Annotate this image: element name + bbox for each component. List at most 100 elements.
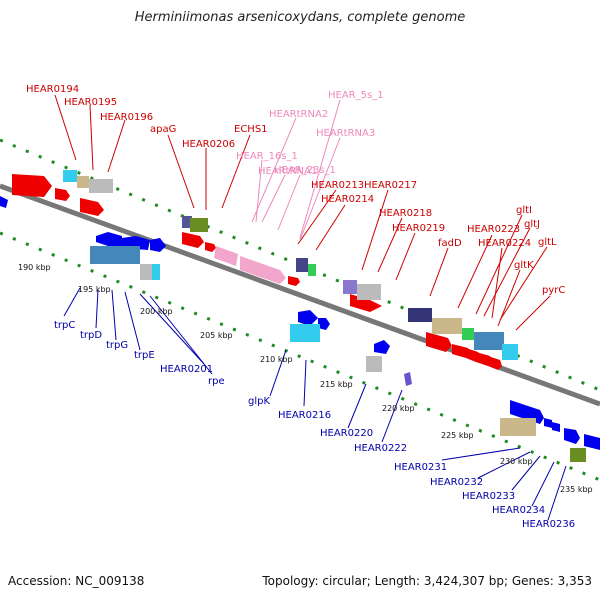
gene-glt1[interactable] [452,344,470,358]
gene-trpg[interactable] [150,238,166,252]
label-hear0214[interactable]: HEAR0214 [321,194,374,205]
gene-hear0218-box[interactable] [357,284,381,300]
gene-hear0236-box[interactable] [570,448,586,462]
gene-hear0217-box[interactable] [343,280,357,294]
scale-tick-210: 210 kbp [260,355,293,364]
scale-tick-235: 235 kbp [560,485,593,494]
rna-hear-23s[interactable] [240,256,286,284]
gene-hear0196-box[interactable] [89,179,113,193]
gene-hear0188[interactable] [0,196,8,208]
gene-hear0223-box[interactable] [432,318,462,334]
label-hear0234[interactable]: HEAR0234 [492,505,545,516]
gene-fadd-box[interactable] [408,308,432,322]
label-hear0195[interactable]: HEAR0195 [64,97,117,108]
label-hear0222[interactable]: HEAR0222 [354,443,407,454]
label-trpg[interactable]: trpG [106,340,128,351]
gene-hear0201-box[interactable] [140,264,152,280]
gene-gltj-box[interactable] [474,332,504,350]
gene-hear0213-box[interactable] [296,258,308,272]
accession-label: Accession: NC_009138 [8,574,145,588]
rna-genes [214,246,286,284]
gene-hear0195-box[interactable] [77,176,89,188]
label-hear0218[interactable]: HEAR0218 [379,208,432,219]
label-hear0219[interactable]: HEAR0219 [392,223,445,234]
label-hear0217[interactable]: HEAR0217 [364,180,417,191]
label-hear0232[interactable]: HEAR0232 [430,477,483,488]
gene-trpe-box[interactable] [90,246,140,264]
label-hear-16s-1[interactable]: HEAR_16s_1 [236,151,298,162]
gene-hear0194-box[interactable] [63,170,77,182]
gene-apag-box[interactable] [182,216,192,228]
gene-glpk2[interactable] [318,318,330,330]
label-glti[interactable]: gltI [516,205,532,216]
rna-hear-16s[interactable] [214,246,238,266]
label-hear-5s-1[interactable]: HEAR_5s_1 [328,90,384,101]
label-hear0201[interactable]: HEAR0201 [160,364,213,375]
gene-hear0213[interactable] [288,276,300,286]
rna-gene-labels: HEAR_5s_1 HEARtRNA2 HEARtRNA3 HEARtRNA1 … [236,90,384,177]
label-hear0216[interactable]: HEAR0216 [278,410,331,421]
gene-hear0206b[interactable] [205,242,216,252]
gene-hear0235[interactable] [584,434,600,450]
label-gltk[interactable]: gltK [514,260,534,271]
label-pyrc[interactable]: pyrC [542,285,565,296]
gene-trpc[interactable] [96,232,122,246]
gene-hear0216-box[interactable] [290,324,320,342]
label-hear0231[interactable]: HEAR0231 [394,462,447,473]
gene-glti-box[interactable] [462,328,474,340]
reverse-leader-lines [63,287,567,521]
gene-hear0220[interactable] [374,340,390,354]
label-hear-23s-1[interactable]: HEAR_23s_1 [274,165,336,176]
gene-pyrc-box[interactable] [502,344,518,360]
label-glpk[interactable]: glpK [248,396,270,407]
label-hear0224[interactable]: HEAR0224 [478,238,531,249]
reverse-genes [0,196,600,462]
gene-glt4[interactable] [488,356,502,370]
label-hear0233[interactable]: HEAR0233 [462,491,515,502]
gene-hear0234[interactable] [564,428,580,444]
label-fadd[interactable]: fadD [438,238,462,249]
label-hear0213[interactable]: HEAR0213 [311,180,364,191]
label-hear0196[interactable]: HEAR0196 [100,112,153,123]
label-trpd[interactable]: trpD [80,330,102,341]
label-gltj[interactable]: gltJ [524,219,540,230]
genome-summary: Topology: circular; Length: 3,424,307 bp… [262,574,592,588]
gene-hear0232[interactable] [544,418,552,428]
label-heartrna1[interactable]: HEARtRNA1 [258,166,317,177]
label-hear0236[interactable]: HEAR0236 [522,519,575,530]
scale-tick-230: 230 kbp [500,457,533,466]
gene-hear0214-box[interactable] [308,264,316,276]
label-echs1[interactable]: ECHS1 [234,124,268,135]
gene-hear0194[interactable] [12,174,52,197]
gene-hear0206[interactable] [182,232,204,248]
label-apag[interactable]: apaG [150,124,176,135]
gene-echs1-box[interactable] [190,218,208,232]
label-rpe[interactable]: rpe [208,376,225,387]
label-hear0194[interactable]: HEAR0194 [26,84,79,95]
label-hear0223[interactable]: HEAR0223 [467,224,520,235]
gene-hear0231-box[interactable] [500,418,536,436]
label-trpe[interactable]: trpE [134,350,155,361]
forward-gene-labels: HEAR0194 HEAR0195 HEAR0196 apaG ECHS1 HE… [26,84,565,296]
forward-leader-lines [54,94,551,331]
scale-tick-225: 225 kbp [441,431,474,440]
label-trpc[interactable]: trpC [54,320,75,331]
gene-hear0196[interactable] [55,188,70,201]
label-heartrna3[interactable]: HEARtRNA3 [316,128,375,139]
forward-genes [12,170,518,370]
gene-hear0222[interactable] [404,372,412,386]
gene-hear0220-box[interactable] [366,356,382,372]
gene-hear0198[interactable] [80,198,104,216]
label-gltl[interactable]: gltL [538,237,557,248]
label-hear0206[interactable]: HEAR0206 [182,139,235,150]
label-hear0220[interactable]: HEAR0220 [320,428,373,439]
gene-rpe-box[interactable] [152,264,160,280]
scale-tick-200: 200 kbp [140,307,173,316]
map-title: Herminiimonas arsenicoxydans, complete g… [134,10,466,25]
gene-hear0233[interactable] [552,422,560,432]
gene-hear0219[interactable] [426,332,452,352]
scale-tick-190: 190 kbp [18,263,51,272]
gene-glpk[interactable] [298,310,318,326]
label-heartrna2[interactable]: HEARtRNA2 [269,109,328,120]
scale-tick-195: 195 kbp [78,285,111,294]
